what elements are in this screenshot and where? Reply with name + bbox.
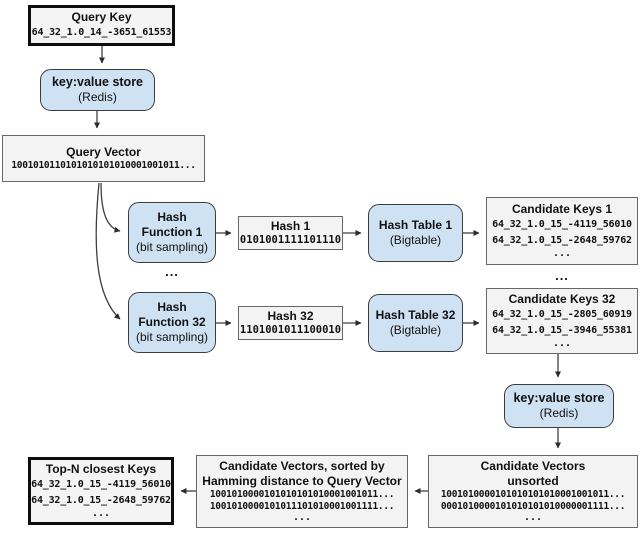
candidate-vectors-unsorted-ellipsis: ... (523, 512, 543, 524)
arrow-queryvector-to-hashfunction1 (100, 182, 121, 233)
top-n-key: 64_32_1.0_15_-4119_56010 (31, 479, 171, 490)
hash-function-32-subtitle: (bit sampling) (135, 330, 209, 344)
candidate-vectors-sorted-node: Candidate Vectors, sorted by Hamming dis… (196, 455, 408, 528)
hash-1-value: 0101001111101110 (239, 233, 342, 246)
candidate-key: 64_32_1.0_15_-4119_56010 (492, 219, 632, 230)
query-key-node: Query Key 64_32_1.0_14_-3651_61553 (28, 5, 175, 46)
hash-function-1-node: Hash Function 1 (bit sampling) (128, 202, 216, 263)
candidate-key: 64_32_1.0_15_-2805_60919 (492, 309, 632, 320)
kv-store-top-subtitle: (Redis) (78, 90, 117, 105)
hash-table-32-subtitle: (Bigtable) (389, 323, 442, 337)
kv-store-top-node: key:value store (Redis) (40, 69, 155, 111)
hash-table-32-node: Hash Table 32 (Bigtable) (368, 294, 463, 352)
hash-table-1-subtitle: (Bigtable) (389, 233, 442, 247)
candidate-keys-1-title: Candidate Keys 1 (511, 202, 613, 216)
query-vector-value: 1001010110101010101010001001011... (11, 160, 196, 172)
hash-function-1-title: Hash Function 1 (141, 210, 203, 239)
hash-32-value: 1101001011100010 (239, 323, 342, 336)
query-key-value: 64_32_1.0_14_-3651_61553 (31, 27, 172, 39)
hash-32-title: Hash 32 (267, 308, 314, 323)
query-vector-title: Query Vector (66, 145, 141, 160)
kv-store-bottom-subtitle: (Redis) (539, 406, 579, 421)
hash-1-title: Hash 1 (270, 218, 311, 233)
candidate-vector: 1001010000101011101010001001111... (209, 500, 395, 512)
candidate-keys-32-ellipsis: ... (552, 338, 572, 349)
candidate-vectors-sorted-title: Candidate Vectors, sorted by Hamming dis… (202, 458, 402, 488)
top-n-keys-title: Top-N closest Keys (45, 462, 157, 476)
query-key-title: Query Key (71, 10, 132, 25)
candidate-vectors-sorted-ellipsis: ... (292, 512, 312, 524)
hash-table-32-title: Hash Table 32 (375, 308, 456, 322)
candidate-keys-ellipsis: ... (555, 268, 569, 283)
candidate-keys-1-node: Candidate Keys 1 64_32_1.0_15_-4119_5601… (486, 197, 638, 265)
candidate-vectors-unsorted-node: Candidate Vectors unsorted 1001010000101… (428, 455, 638, 528)
hash-function-32-title: Hash Function 32 (138, 300, 206, 329)
candidate-vector: 0001010000101010101010000001111... (440, 500, 626, 512)
candidate-keys-1-ellipsis: ... (552, 248, 572, 259)
candidate-keys-32-node: Candidate Keys 32 64_32_1.0_15_-2805_609… (486, 288, 638, 354)
hash-functions-ellipsis: ... (165, 264, 179, 279)
kv-store-bottom-node: key:value store (Redis) (504, 384, 614, 428)
candidate-keys-32-title: Candidate Keys 32 (508, 292, 616, 306)
candidate-vector: 1001010000101010101010001001011... (209, 488, 395, 500)
hash-function-32-node: Hash Function 32 (bit sampling) (128, 292, 216, 353)
query-vector-node: Query Vector 100101011010101010101000100… (2, 135, 205, 182)
kv-store-top-title: key:value store (51, 74, 144, 89)
top-n-keys-ellipsis: ... (91, 508, 111, 519)
kv-store-bottom-title: key:value store (513, 390, 605, 405)
hash-function-1-subtitle: (bit sampling) (135, 240, 209, 254)
candidate-key: 64_32_1.0_15_-3946_55381 (492, 324, 632, 336)
arrow-queryvector-to-hashfunction32 (95, 182, 121, 320)
hash-32-node: Hash 32 1101001011100010 (238, 306, 343, 340)
hash-table-1-node: Hash Table 1 (Bigtable) (368, 204, 463, 262)
hash-table-1-title: Hash Table 1 (378, 218, 453, 232)
candidate-vectors-unsorted-subtitle: unsorted (507, 473, 559, 488)
top-n-keys-node: Top-N closest Keys 64_32_1.0_15_-4119_56… (28, 457, 174, 525)
candidate-key: 64_32_1.0_15_-2648_59762 (492, 234, 632, 246)
top-n-key: 64_32_1.0_15_-2648_59762 (31, 494, 171, 506)
candidate-vector: 1001010000101010101010001001011... (440, 488, 626, 500)
candidate-vectors-unsorted-title: Candidate Vectors (480, 458, 586, 473)
hash-1-node: Hash 1 0101001111101110 (238, 216, 343, 250)
